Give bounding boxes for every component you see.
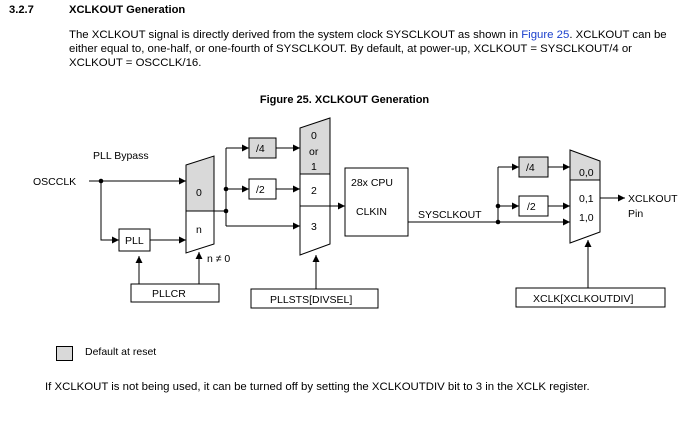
mux2-or-label: or: [309, 146, 319, 158]
xclk-reg-box: [515, 287, 666, 308]
mux2-in3-label: 3: [311, 221, 317, 233]
junction-dot: [495, 219, 501, 225]
legend-label: Default at reset: [85, 346, 157, 358]
mux3: [569, 149, 601, 244]
xclkout-label: XCLKOUT: [628, 193, 678, 205]
intro-paragraph: The XCLKOUT signal is directly derived f…: [69, 28, 684, 70]
mux2-in2-label: 2: [311, 185, 317, 197]
section-heading: 3.2.7 XCLKOUT Generation: [9, 4, 185, 16]
mux2-in1-label: 1: [311, 161, 317, 173]
div4b-label: /4: [526, 162, 535, 174]
mux2: [299, 117, 331, 256]
div4a-box: [248, 137, 277, 159]
mux3-01-label: 0,1: [579, 193, 594, 205]
para-text-1: The XCLKOUT signal is directly derived f…: [69, 29, 522, 41]
figure-link[interactable]: Figure 25: [521, 29, 570, 41]
junction-dot: [495, 203, 501, 209]
oscclk-to-pll-wire: [100, 181, 119, 244]
pll-label: PLL: [125, 235, 144, 247]
figure-caption: Figure 25. XCLKOUT Generation: [259, 94, 430, 106]
pllcr-box: [130, 283, 220, 303]
junction-dot: [223, 186, 229, 192]
legend-swatch: [56, 346, 73, 361]
div2a-label: /2: [256, 184, 265, 196]
clkin-label: CLKIN: [356, 206, 387, 218]
pin-label: Pin: [628, 208, 643, 220]
junction-dot: [223, 208, 229, 214]
cpu-title-label: 28x CPU: [351, 177, 393, 189]
pll-bypass-label: PLL Bypass: [93, 150, 149, 162]
para-text-2: . XCLKOUT can be either equal to, one-ha…: [69, 29, 667, 69]
section-number: 3.2.7: [9, 4, 34, 16]
pllsts-label: PLLSTS[DIVSEL]: [270, 294, 352, 306]
mux1-inn-label: n: [196, 224, 202, 236]
pllcr-label: PLLCR: [152, 288, 186, 300]
oscclk-label: OSCCLK: [33, 176, 76, 188]
div2a-box: [248, 178, 277, 200]
mux1: [185, 155, 215, 254]
xclk-reg-label: XCLK[XCLKOUTDIV]: [533, 293, 633, 305]
mux3-10-label: 1,0: [579, 212, 594, 224]
mux3-00-label: 0,0: [579, 167, 594, 179]
junction-dot: [98, 178, 104, 184]
mux1-in0-label: 0: [196, 187, 202, 199]
div2b-label: /2: [527, 201, 536, 213]
pllsts-box: [250, 288, 379, 309]
div4a-label: /4: [256, 143, 265, 155]
div4b-box: [518, 156, 549, 178]
section-title: XCLKOUT Generation: [69, 4, 186, 16]
div2b-box: [518, 195, 549, 217]
sysclkout-label: SYSCLKOUT: [418, 209, 482, 221]
cpu-box: [344, 167, 409, 237]
n-not-zero-label: n ≠ 0: [207, 253, 230, 265]
mux2-in0-label: 0: [311, 130, 317, 142]
pll-box: [118, 228, 151, 252]
footer-paragraph: If XCLKOUT is not being used, it can be …: [45, 381, 590, 393]
